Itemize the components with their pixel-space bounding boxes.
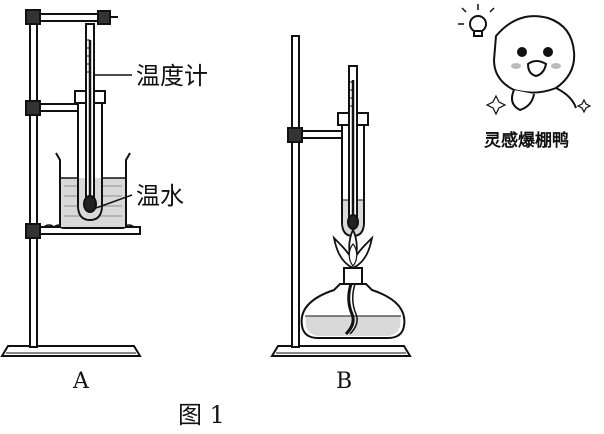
lamp-wick-holder [343,267,363,285]
top-clamp [25,9,41,25]
apparatus-b [270,35,412,357]
figure-caption: 图 1 [178,401,225,429]
middle-clamp [25,100,41,116]
sparkle-icon [576,98,592,114]
watermark-text: 灵感爆棚鸭 [484,130,569,151]
watermark-mascot [458,4,592,116]
water-leader [95,194,133,209]
ring-clamp [25,223,41,239]
duck-head [492,15,576,94]
label-a: A [72,369,90,394]
apparatus-a [0,9,142,357]
stand-rod-b [291,35,300,348]
stand-base-a [0,345,142,357]
thermometer-label: 温度计 [136,62,208,90]
sparkle-icon [485,94,507,116]
clamp-b [287,127,303,143]
stand-rod-a [29,13,38,348]
label-b: B [336,369,352,394]
water-label: 温水 [136,182,184,210]
lightbulb-icon [458,4,495,37]
